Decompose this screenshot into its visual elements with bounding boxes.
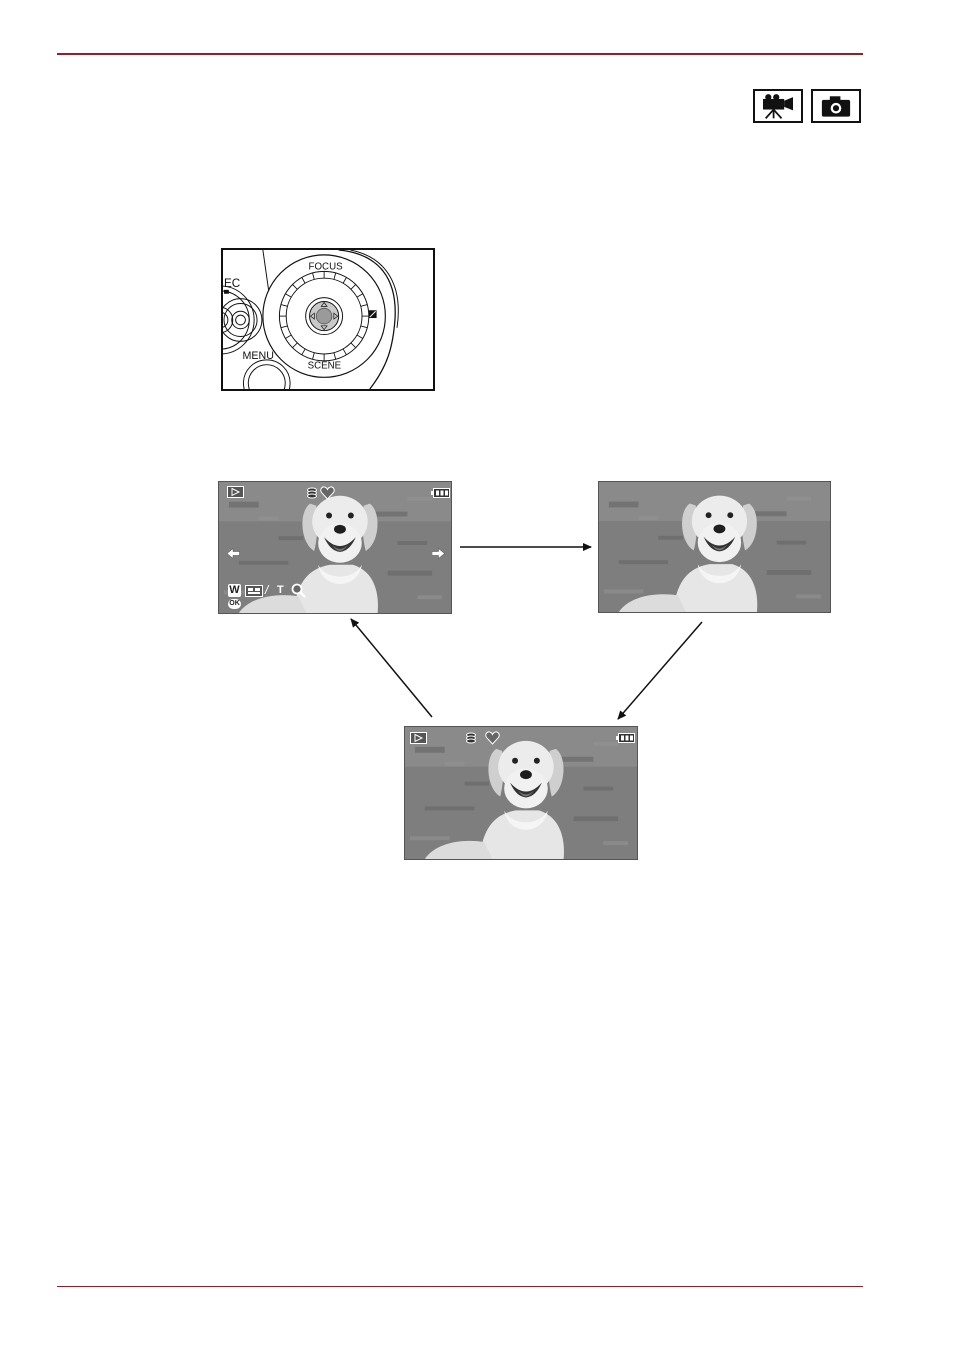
dial-tick — [334, 273, 336, 280]
dog-photo — [599, 482, 830, 612]
control-dial-illustration: EC FOCUS SCENE MENU — [221, 248, 435, 391]
magnify-icon[interactable] — [291, 583, 306, 598]
dial-tick — [313, 353, 315, 360]
dial-tick — [334, 353, 336, 360]
lcd-screen-no-osd — [598, 481, 831, 613]
playback-icon — [410, 732, 427, 744]
dial-tick — [357, 335, 363, 338]
zoom-wide-label[interactable]: W — [228, 584, 241, 597]
movie-mode-icon — [753, 89, 803, 123]
dial-tick — [281, 305, 288, 307]
focus-label: FOCUS — [309, 261, 344, 272]
dial-tick — [343, 277, 346, 283]
dial-tick — [285, 335, 291, 338]
stack-icon — [465, 732, 477, 744]
zoom-tele-label[interactable]: T — [277, 584, 284, 596]
dial-tick — [292, 284, 297, 289]
dial-tick — [361, 305, 368, 307]
dial-tick — [343, 349, 346, 355]
dial-tick — [302, 277, 305, 283]
dog-photo — [405, 727, 637, 859]
dial-tick — [351, 343, 356, 348]
battery-icon — [431, 488, 450, 498]
battery-icon — [616, 733, 635, 743]
header-rule — [57, 53, 863, 55]
heart-icon — [320, 486, 335, 500]
playback-icon — [227, 486, 244, 498]
next-arrow-icon[interactable] — [432, 548, 445, 559]
lcd-screen-info-osd — [404, 726, 638, 860]
dial-tick — [313, 273, 315, 280]
stack-icon — [306, 487, 318, 499]
dial-tick — [351, 284, 356, 289]
previous-arrow-icon[interactable] — [227, 548, 240, 559]
dial-tick — [281, 326, 288, 328]
heart-icon — [485, 731, 500, 745]
ok-button-label[interactable]: OK — [228, 599, 241, 609]
scene-label: SCENE — [308, 361, 342, 372]
footer-rule — [57, 1286, 863, 1287]
still-photo-mode-icon — [811, 89, 861, 123]
dial-tick — [285, 294, 291, 297]
dial-tick — [361, 326, 368, 328]
zoom-separator: / — [265, 583, 268, 597]
dial-tick — [302, 349, 305, 355]
menu-label: MENU — [242, 350, 273, 362]
dial-tick — [357, 294, 363, 297]
partial-ec-label: EC — [224, 277, 240, 290]
thumbnail-icon[interactable] — [245, 585, 263, 597]
dial-tick — [292, 343, 297, 348]
lcd-screen-full-osd: W / T OK — [218, 481, 452, 614]
